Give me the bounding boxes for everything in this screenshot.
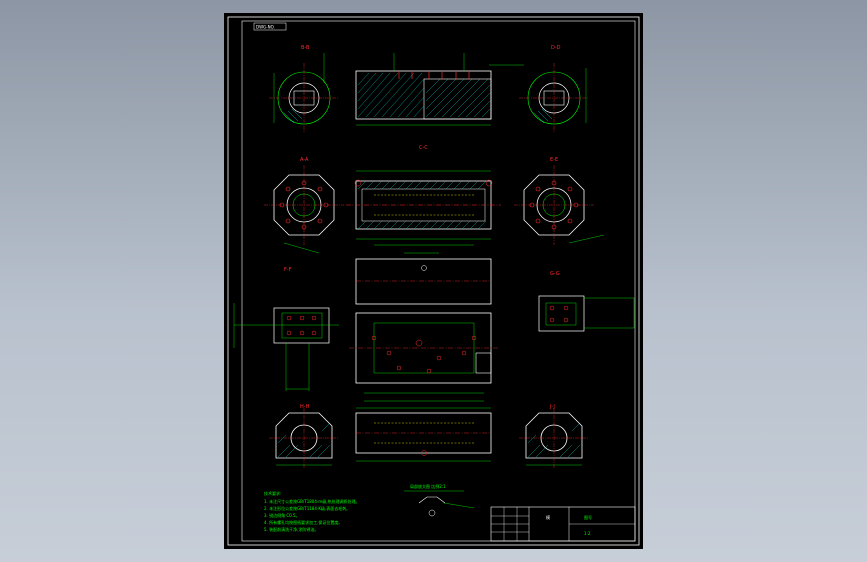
view-flange-right <box>514 165 605 245</box>
detail-caption: 局部放大图 比例2:1 <box>410 483 446 489</box>
view-front-elevation <box>349 312 499 409</box>
view-top-center <box>355 53 524 126</box>
view-main-body <box>346 170 501 246</box>
section-mark-j: J-J <box>549 404 555 410</box>
frame-tag-box <box>253 22 287 31</box>
view-top-plan <box>355 252 492 305</box>
section-mark-e: E-E <box>550 157 558 163</box>
section-mark-h: H-H <box>300 404 310 410</box>
title-block-code: 图号 <box>584 514 592 520</box>
inner-border <box>241 20 636 542</box>
note-line-2: 2. 未注形位公差按GB/T1184-K级,表面去毛刺。 <box>264 505 350 511</box>
section-mark-a: A-A <box>300 157 309 163</box>
note-line-3: 3. 锐边倒角 C0.5。 <box>264 512 300 518</box>
view-bottom-center <box>355 412 492 462</box>
view-flange-left <box>264 165 344 254</box>
view-top-left <box>269 53 339 133</box>
frame-tag: DWG-NO. <box>256 25 275 30</box>
drawing-sheet: DWG-NO. B-B <box>224 13 643 549</box>
view-bottom-left <box>269 408 339 468</box>
section-mark-d: D-D <box>551 45 561 51</box>
view-top-right <box>519 63 589 133</box>
title-block-name: 模 <box>546 514 550 520</box>
section-mark-f: F-F <box>284 267 292 273</box>
section-mark-g: G-G <box>550 271 560 277</box>
cad-drawing-canvas: DWG-NO. B-B <box>227 16 640 546</box>
note-line-1: 1. 未注尺寸公差按GB/T1804-m级,热处理调质处理。 <box>264 498 360 504</box>
notes-heading: 技术要求: <box>264 490 281 496</box>
view-bottom-right <box>519 408 589 468</box>
title-block <box>490 506 636 542</box>
note-line-5: 5. 装配前清洗干净,涂防锈油。 <box>264 526 318 532</box>
note-line-4: 4. 所有螺孔均按图纸要求加工,保证位置度。 <box>264 519 342 525</box>
section-mark-c: C-C <box>419 145 428 151</box>
view-detail-right <box>538 295 635 332</box>
outer-border <box>227 16 640 546</box>
section-mark-b: B-B <box>301 45 310 51</box>
view-detail-bottom <box>404 490 475 517</box>
title-block-scale: 1:2 <box>584 531 591 536</box>
view-detail-left <box>233 303 339 391</box>
